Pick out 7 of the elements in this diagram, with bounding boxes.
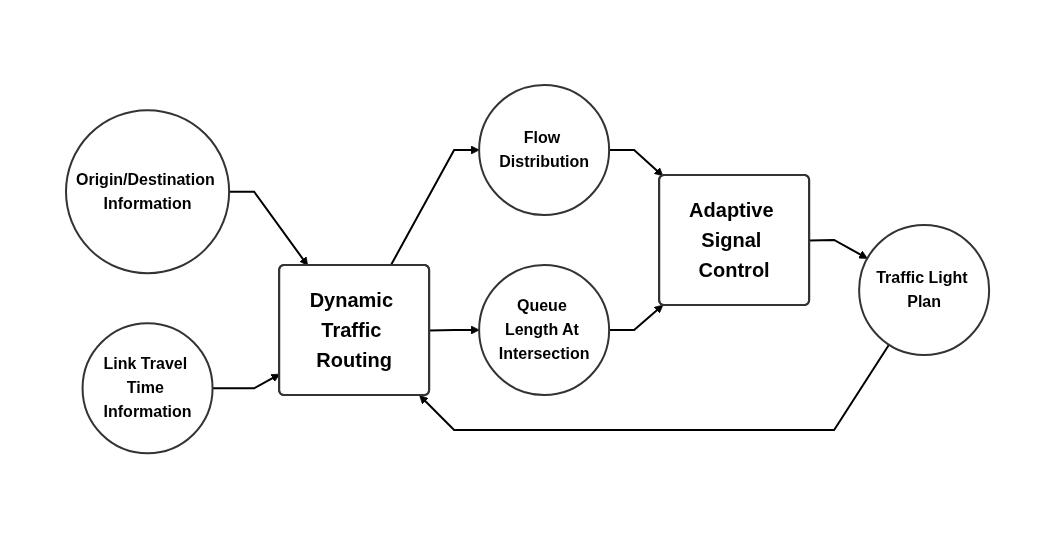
arrow xyxy=(419,344,890,432)
node-circle: Flow Distribution xyxy=(478,84,611,217)
node-circle: Traffic Light Plan xyxy=(858,224,991,357)
node-circle: Link Travel Time Information xyxy=(81,322,214,455)
node-circle: Origin/Destination Information xyxy=(64,109,231,275)
node-circle: Queue Length At Intersection xyxy=(478,264,611,397)
arrow xyxy=(389,145,480,267)
